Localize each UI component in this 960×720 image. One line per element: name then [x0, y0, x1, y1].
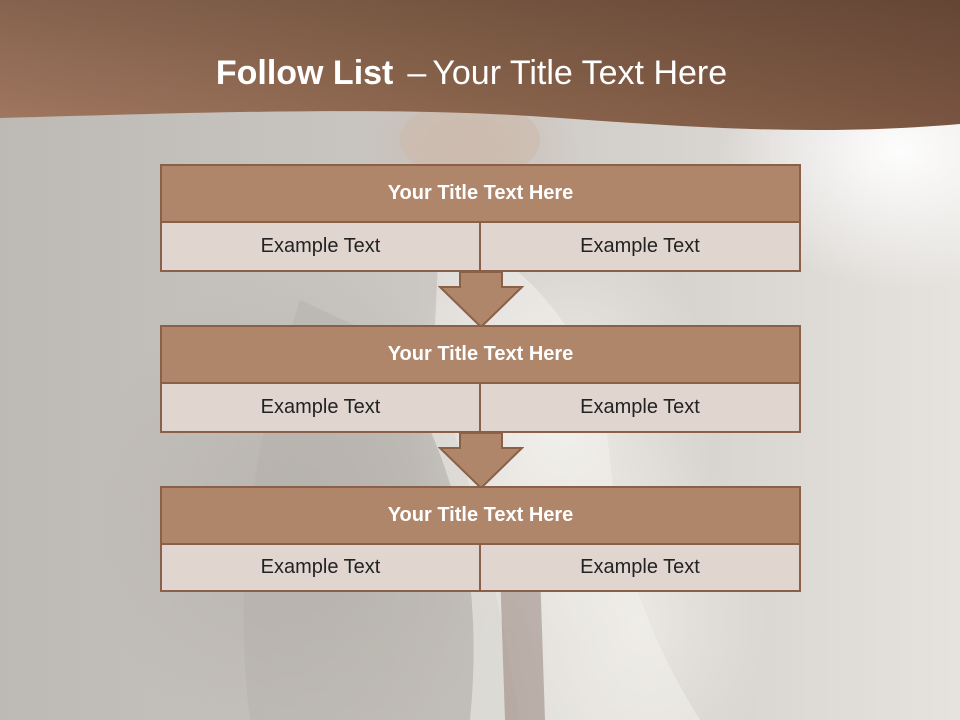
- title-separator: –: [407, 54, 427, 92]
- block-cell-right: Example Text: [479, 543, 801, 592]
- down-arrow-icon: [438, 432, 524, 490]
- block-cell-left: Example Text: [160, 543, 481, 592]
- block-cell-left: Example Text: [160, 221, 481, 272]
- block-cell-right: Example Text: [479, 382, 801, 433]
- block-title: Your Title Text Here: [160, 164, 801, 223]
- slide-title: Follow List–Your Title Text Here: [0, 54, 943, 93]
- down-arrow-icon: [438, 271, 524, 329]
- block-title: Your Title Text Here: [160, 486, 801, 545]
- block-title: Your Title Text Here: [160, 325, 801, 384]
- block-cell-right: Example Text: [479, 221, 801, 272]
- title-bold: Follow List: [215, 54, 394, 92]
- title-rest: Your Title Text Here: [432, 54, 728, 92]
- block-cell-left: Example Text: [160, 382, 481, 433]
- header-band: [0, 0, 960, 140]
